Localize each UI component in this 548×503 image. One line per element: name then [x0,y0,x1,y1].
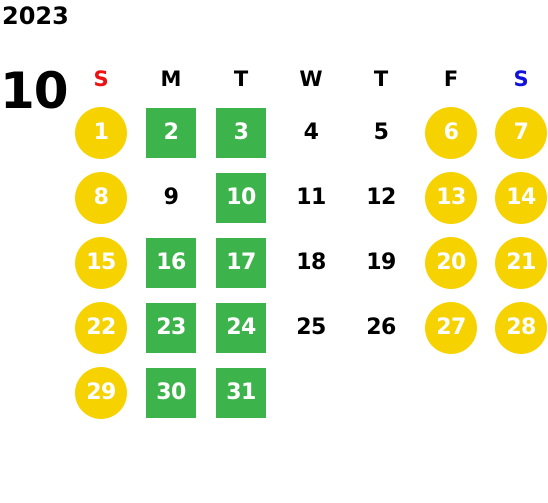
day-cell [486,360,548,425]
day-cell: 10 [206,165,276,230]
day-cell: 27 [416,295,486,360]
highlighted-square-day: 10 [216,172,266,223]
day-number: 12 [366,185,396,210]
calendar-month: 10 [0,62,69,120]
day-cell: 1 [66,100,136,165]
holiday-circle-day: 27 [425,301,477,354]
day-cell: 7 [486,100,548,165]
day-cell: 4 [276,100,346,165]
holiday-circle-day: 21 [495,236,547,289]
holiday-circle-day: 14 [495,171,547,224]
weekday-header-mon: M [160,67,182,91]
day-cell: 5 [346,100,416,165]
day-cell [276,360,346,425]
day-cell: 19 [346,230,416,295]
highlighted-square-day: 17 [216,237,266,288]
day-cell: 30 [136,360,206,425]
week-row: 29 30 31 [66,360,548,425]
weekday-header-sun: S [93,67,109,91]
day-number: 11 [296,185,326,210]
day-number: 5 [373,120,389,145]
day-cell: 25 [276,295,346,360]
day-cell: 3 [206,100,276,165]
day-number: 18 [296,250,326,275]
holiday-circle-day: 20 [425,236,477,289]
day-cell: 11 [276,165,346,230]
day-number: 26 [366,315,396,340]
holiday-circle-day: 7 [495,106,547,159]
weekday-header-sat: S [513,67,529,91]
holiday-circle-day: 13 [425,171,477,224]
day-cell: 2 [136,100,206,165]
highlighted-square-day: 31 [216,367,266,418]
day-cell: 16 [136,230,206,295]
day-cell: 28 [486,295,548,360]
day-cell [416,360,486,425]
calendar-year: 2023 [2,2,69,30]
highlighted-square-day: 3 [216,107,266,158]
week-row: 22 23 24 25 26 27 28 [66,295,548,360]
day-cell: 13 [416,165,486,230]
day-number: 25 [296,315,326,340]
day-cell: 20 [416,230,486,295]
holiday-circle-day: 8 [75,171,127,224]
day-cell: 12 [346,165,416,230]
day-cell: 18 [276,230,346,295]
day-number: 9 [163,185,179,210]
day-cell: 17 [206,230,276,295]
holiday-circle-day: 28 [495,301,547,354]
day-cell: 21 [486,230,548,295]
day-number: 19 [366,250,396,275]
day-cell: 31 [206,360,276,425]
day-cell: 8 [66,165,136,230]
day-cell: 26 [346,295,416,360]
weekday-header-thu: T [373,67,389,91]
weekday-header-tue: T [233,67,249,91]
holiday-circle-day: 22 [75,301,127,354]
weekday-header-wed: W [299,67,323,91]
day-cell: 6 [416,100,486,165]
day-cell: 23 [136,295,206,360]
highlighted-square-day: 30 [146,367,196,418]
highlighted-square-day: 24 [216,302,266,353]
holiday-circle-day: 1 [75,106,127,159]
holiday-circle-day: 29 [75,366,127,419]
day-cell: 22 [66,295,136,360]
day-cell [346,360,416,425]
week-row: 15 16 17 18 19 20 21 [66,230,548,295]
day-cell: 15 [66,230,136,295]
highlighted-square-day: 23 [146,302,196,353]
holiday-circle-day: 6 [425,106,477,159]
highlighted-square-day: 16 [146,237,196,288]
day-cell: 29 [66,360,136,425]
day-cell: 14 [486,165,548,230]
day-cell: 24 [206,295,276,360]
highlighted-square-day: 2 [146,107,196,158]
day-number: 4 [303,120,319,145]
day-cell: 9 [136,165,206,230]
holiday-circle-day: 15 [75,236,127,289]
weekday-header-fri: F [443,67,459,91]
week-row: 8 9 10 11 12 13 14 [66,165,548,230]
